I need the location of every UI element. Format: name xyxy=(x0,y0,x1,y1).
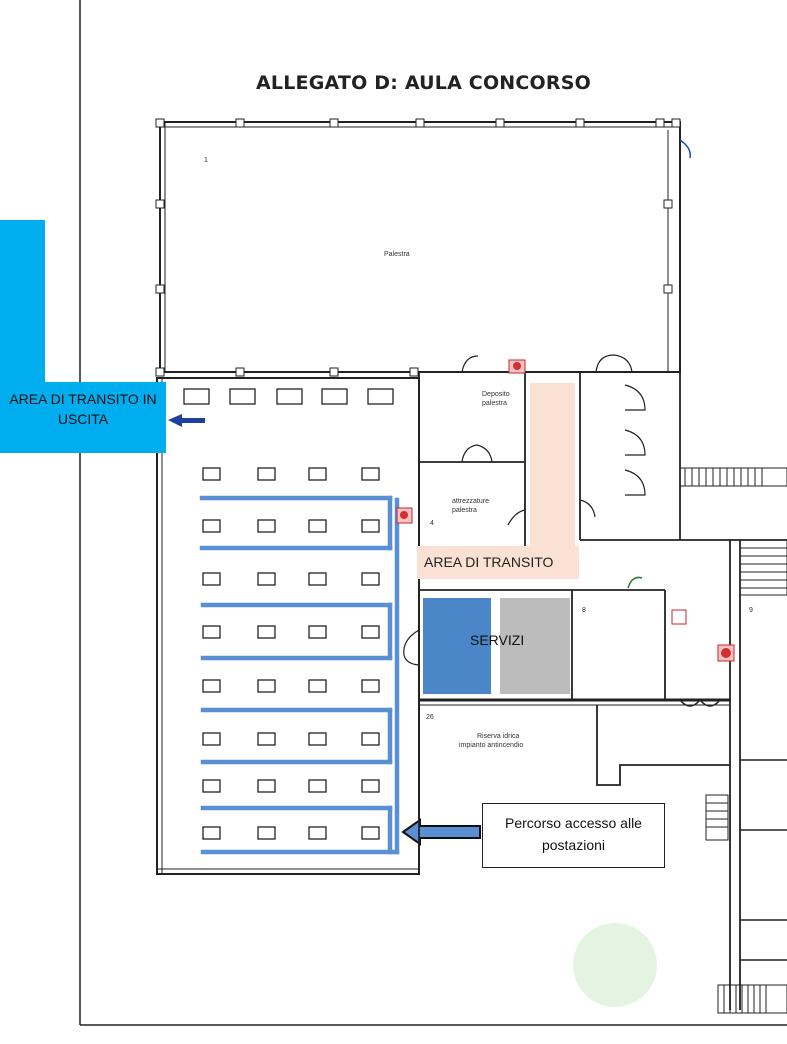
exam-hall xyxy=(156,377,420,875)
route-arrow-icon xyxy=(401,818,481,846)
deposito-sub-label: palestra xyxy=(482,400,507,407)
route-label-box: Percorso accesso alle postazioni xyxy=(482,803,665,868)
stairs xyxy=(679,467,787,1014)
transit-area-label: AREA DI TRANSITO xyxy=(417,546,579,579)
room-number-9: 9 xyxy=(749,607,753,614)
deposito-label: Deposito xyxy=(482,391,510,398)
exit-transit-bar xyxy=(0,220,45,385)
green-door-arc xyxy=(627,576,643,589)
servizi-blue-block xyxy=(423,598,491,694)
door-arc xyxy=(679,139,692,159)
exit-arrow-icon xyxy=(168,414,205,427)
palestra-columns xyxy=(155,118,681,377)
servizi-grey-block xyxy=(500,598,570,694)
riserva-label: Riserva idrica xyxy=(477,733,520,740)
desk-grid xyxy=(202,467,380,840)
window-row xyxy=(183,388,394,405)
page-title: ALLEGATO D: AULA CONCORSO xyxy=(256,72,591,94)
servizi-label: SERVIZI xyxy=(470,632,525,648)
access-routes xyxy=(199,495,400,855)
right-rooms xyxy=(679,699,787,961)
attrezzature-sub-label: palestra xyxy=(452,507,477,514)
door-arcs xyxy=(403,354,646,666)
attrezzature-label: attrezzature xyxy=(452,498,489,505)
green-mark xyxy=(573,923,657,1007)
room-number-26: 26 xyxy=(426,714,434,721)
exit-transit-label: AREA DI TRANSITO IN USCITA xyxy=(0,382,166,453)
riserva-sub-label: impianto antincendio xyxy=(459,742,523,749)
room-number-8: 8 xyxy=(582,607,586,614)
room-number-4: 4 xyxy=(430,520,434,527)
palestra-room xyxy=(159,121,681,373)
palestra-label: Palestra xyxy=(384,251,410,258)
room-number-1: 1 xyxy=(204,157,208,164)
fire-extinguisher-icons xyxy=(396,359,735,662)
transit-strip xyxy=(530,383,575,548)
